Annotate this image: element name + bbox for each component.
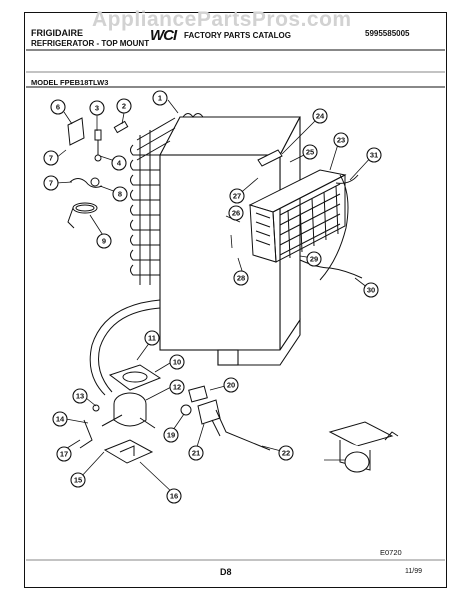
callout-label: 29 [310,255,318,264]
callout-label: 22 [282,449,290,458]
callout-27: 27 [229,188,245,204]
callout-22: 22 [278,445,294,461]
callout-9: 9 [96,233,112,249]
callout-15: 15 [70,472,86,488]
callout-31: 31 [366,147,382,163]
callout-21: 21 [188,445,204,461]
callout-20: 20 [223,377,239,393]
callout-label: 7 [49,179,53,188]
callout-12: 12 [169,379,185,395]
callout-7: 7 [43,150,59,166]
catalog-date: 11/99 [405,568,422,575]
brand-label: FRIGIDAIRE [31,28,84,38]
callout-3: 3 [89,100,105,116]
drain-tube [89,299,161,396]
callout-7: 7 [43,175,59,191]
callout-label: 12 [173,383,181,392]
callout-label: 20 [227,381,235,390]
callout-label: 3 [95,104,99,113]
callout-25: 25 [302,144,318,160]
callout-24: 24 [312,108,328,124]
small-parts-left [67,117,129,229]
callout-label: 27 [233,192,241,201]
callout-label: 31 [370,151,378,160]
callout-8: 8 [112,186,128,202]
page-border [24,12,447,588]
callout-label: 13 [76,392,84,401]
callout-label: 23 [337,136,345,145]
callout-label: 9 [102,237,106,246]
relay-overload [180,385,271,451]
refrigerator-cabinet [159,116,301,366]
catalog-title: FACTORY PARTS CATALOG [184,31,291,40]
evaporator-assembly [248,169,347,263]
callout-2: 2 [116,98,132,114]
leader-lines [55,99,374,495]
wci-logo: WCI [150,27,177,44]
callout-label: 24 [316,112,325,121]
callout-label: 21 [192,449,200,458]
callout-label: 28 [237,274,245,283]
callout-11: 11 [144,330,160,346]
callout-17: 17 [56,446,72,462]
callout-23: 23 [333,132,349,148]
callout-16: 16 [166,488,182,504]
callout-label: 16 [170,492,178,501]
callout-label: 15 [74,476,82,485]
watermark: AppliancePartsPros.com [92,8,352,31]
callout-label: 2 [122,102,126,111]
catalog-part-number: 5995585005 [365,29,410,38]
condenser-coil [130,113,204,285]
callout-29: 29 [306,251,322,267]
callout-14: 14 [52,411,68,427]
catalog-subtitle: REFRIGERATOR - TOP MOUNT [31,39,150,48]
callout-label: 14 [56,415,65,424]
page-code: D8 [220,567,232,577]
callout-19: 19 [163,427,179,443]
callout-label: 8 [118,190,122,199]
callout-4: 4 [111,155,127,171]
callout-label: 25 [306,148,314,157]
callout-label: 1 [158,94,162,103]
compressor-assembly [79,364,162,464]
callout-30: 30 [363,282,379,298]
callout-label: 26 [232,209,240,218]
defrost-heater-bracket [257,149,283,167]
callout-label: 7 [49,154,53,163]
callout-6: 6 [50,99,66,115]
callout-label: 10 [173,358,181,367]
callout-13: 13 [72,388,88,404]
callout-label: 17 [60,450,68,459]
diagram-code: E0720 [380,548,402,557]
callout-label: 11 [148,334,156,343]
callout-label: 19 [167,431,175,440]
callout-label: 4 [117,159,122,168]
condenser-fan-motor [328,421,399,473]
callout-label: 30 [367,286,375,295]
callout-28: 28 [233,270,249,286]
model-label: MODEL FPEB18TLW3 [31,78,109,87]
callout-1: 1 [152,90,168,106]
callout-10: 10 [169,354,185,370]
header-rules [26,49,445,561]
callout-label: 6 [56,103,60,112]
callout-26: 26 [228,205,244,221]
